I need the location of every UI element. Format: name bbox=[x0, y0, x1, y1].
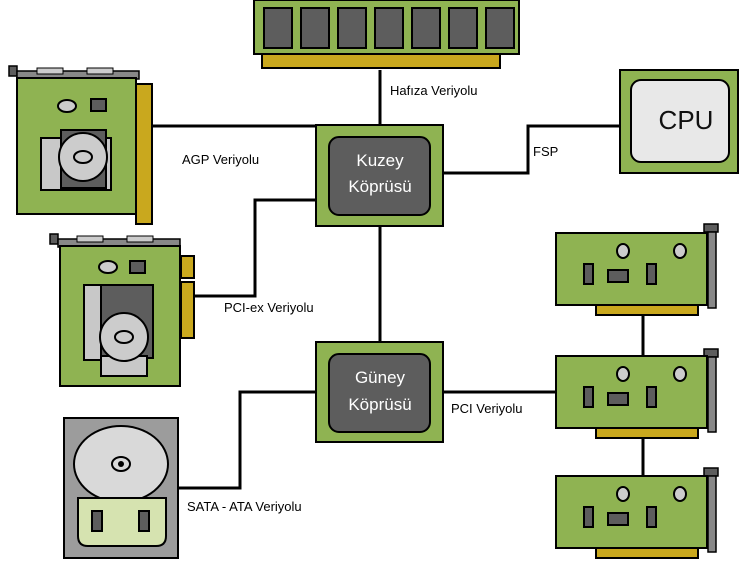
agp-bus-label: AGP Veriyolu bbox=[182, 152, 259, 167]
memory-bus-label: Hafıza Veriyolu bbox=[390, 83, 477, 98]
pcie-bus-line bbox=[195, 198, 316, 298]
hard-disk bbox=[63, 417, 179, 559]
fsb-label: FSP bbox=[533, 144, 558, 159]
north-bridge-label-line2: Köprüsü bbox=[348, 177, 411, 196]
cpu: CPU bbox=[619, 69, 739, 174]
agp-graphics-card bbox=[8, 65, 153, 225]
sata-bus-label: SATA - ATA Veriyolu bbox=[187, 499, 302, 514]
pcie-graphics-card bbox=[49, 233, 195, 387]
ram-module bbox=[253, 0, 520, 69]
sata-bus-line bbox=[178, 390, 316, 490]
pci-card-2 bbox=[555, 348, 719, 439]
south-bridge-label-line1: Güney bbox=[355, 368, 406, 387]
fsb-line bbox=[443, 124, 620, 175]
pci-card-3 bbox=[555, 467, 719, 559]
cpu-label: CPU bbox=[659, 105, 714, 135]
south-bridge-label-line2: Köprüsü bbox=[348, 395, 411, 414]
pci-bus-label: PCI Veriyolu bbox=[451, 401, 523, 416]
north-bridge: Kuzey Köprüsü bbox=[315, 124, 444, 227]
south-bridge: Güney Köprüsü bbox=[315, 341, 444, 443]
north-bridge-label-line1: Kuzey bbox=[356, 151, 404, 170]
pci-card-1 bbox=[555, 223, 719, 316]
pcie-bus-label: PCI-ex Veriyolu bbox=[224, 300, 314, 315]
bus-lines bbox=[152, 70, 645, 490]
